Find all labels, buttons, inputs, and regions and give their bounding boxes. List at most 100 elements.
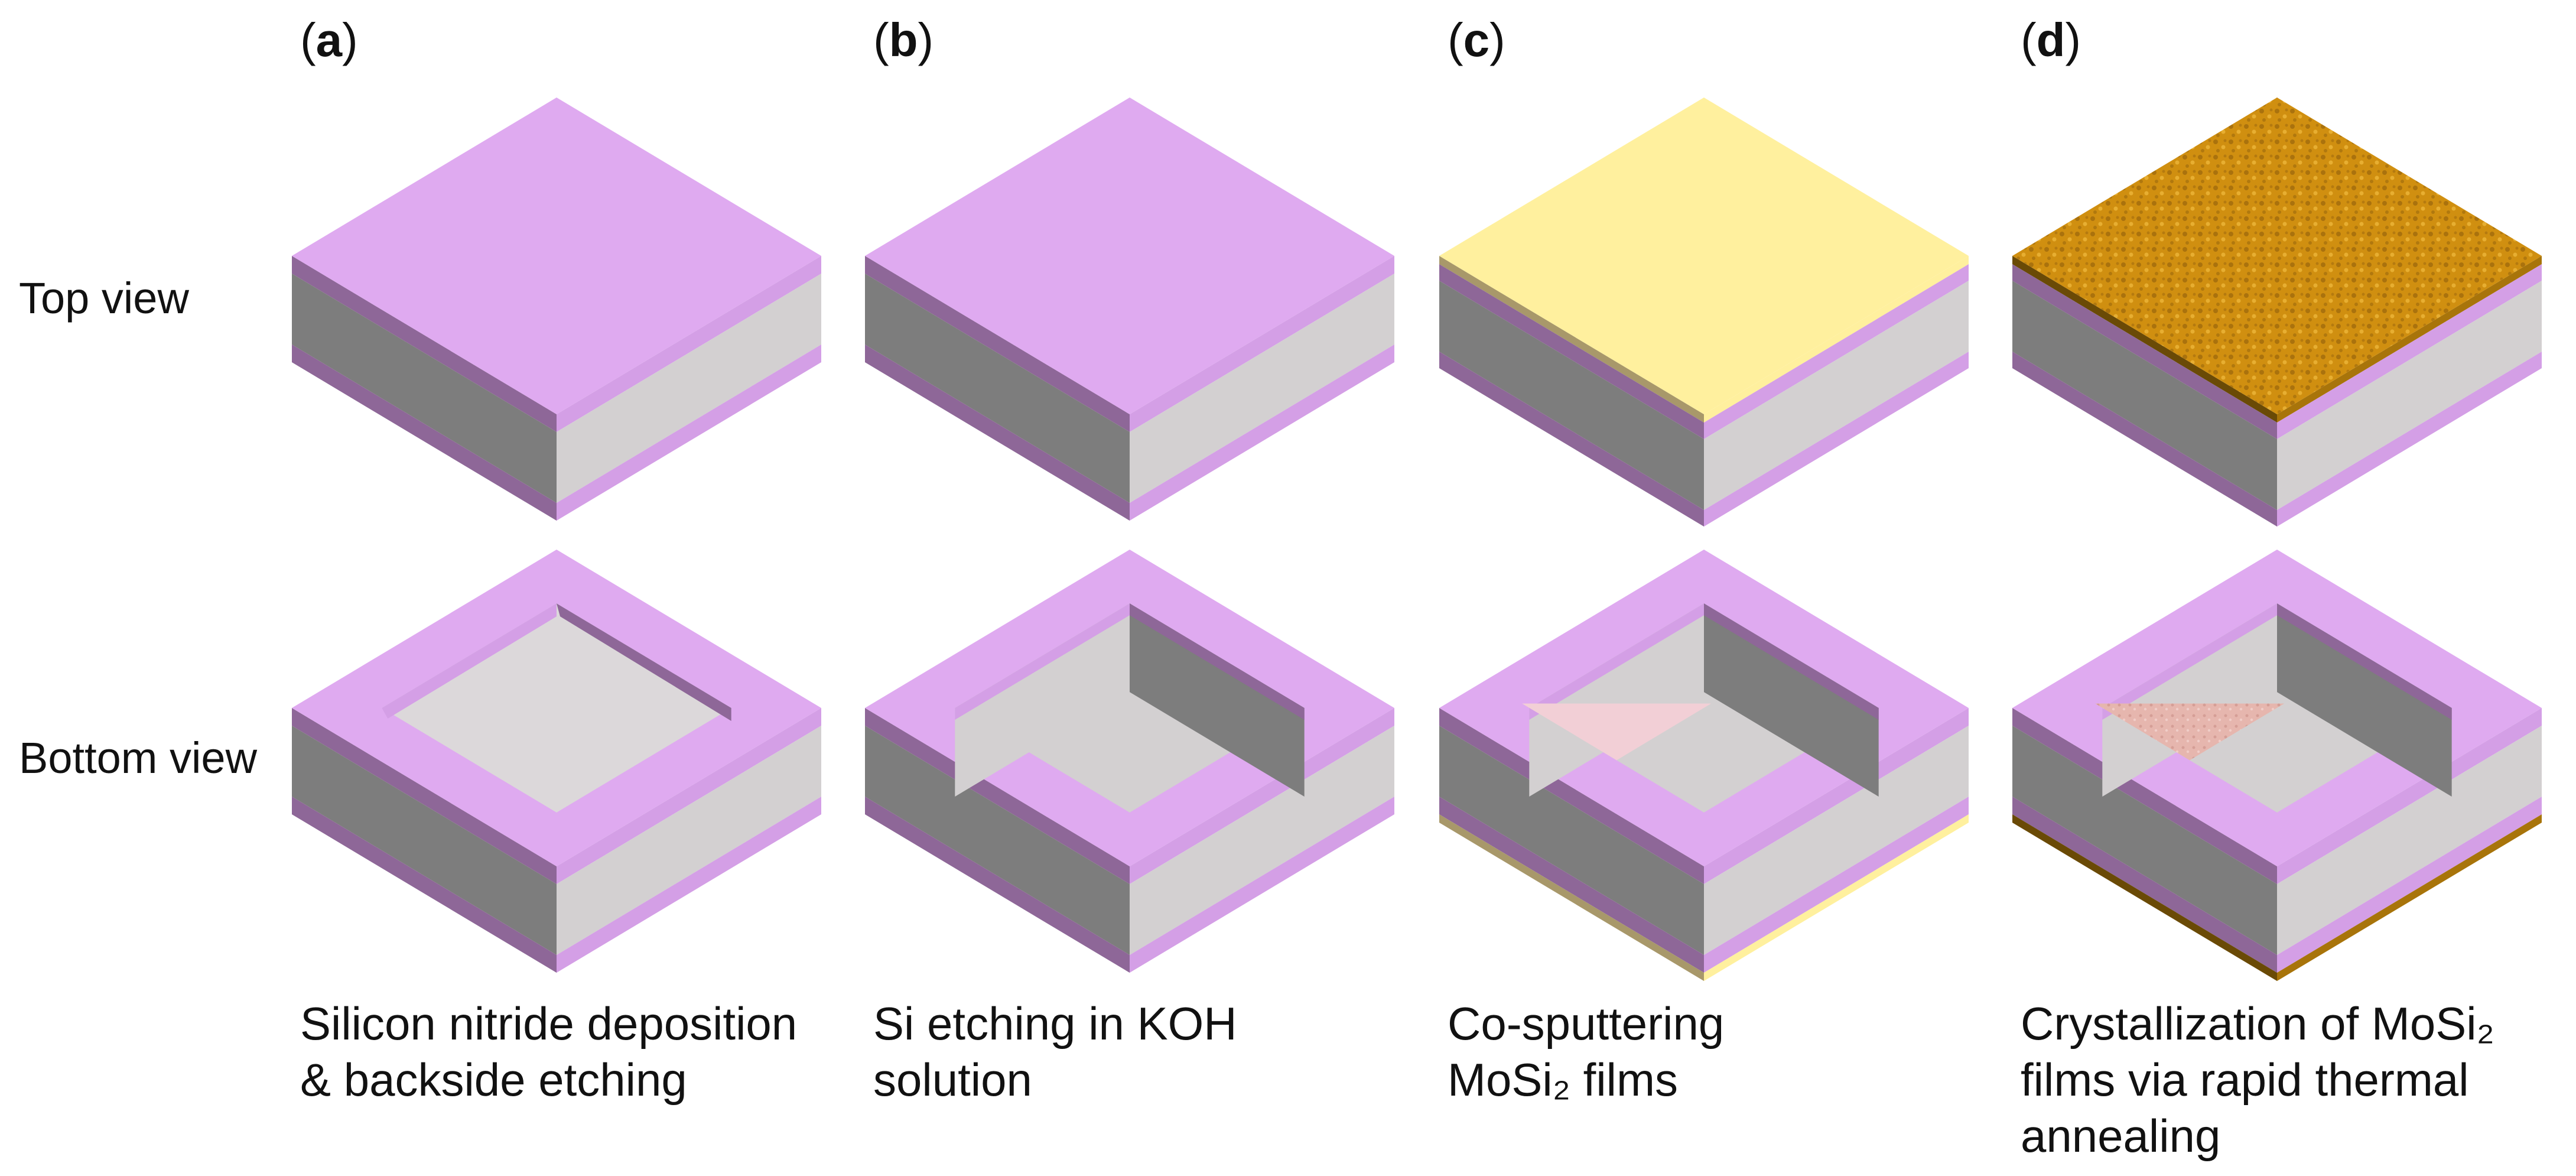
row-label-top-view: Top view [19,274,189,323]
caption-d-line-2: films via rapid thermal [2021,1054,2469,1106]
caption-d: Crystallization of MoSi₂ films via rapid… [2021,996,2564,1164]
caption-c-line-2: MoSi₂ films [1448,1054,1678,1106]
mosi2-left-face [1439,814,1704,981]
top-block-b [865,98,1394,521]
silicon-left-face [2012,726,2277,955]
mosi2-right-face [1704,814,1969,981]
nitride-right-face [1704,797,1969,973]
nitride-right-face [1130,345,1394,521]
row-label-bottom-view: Bottom view [19,733,258,782]
bottom-block-d-rim-left [2102,603,2277,720]
bottom-block-c-pit-wall-right [1704,603,1879,797]
bottom-block-a-window-wall-back-left [382,603,557,719]
bottom-block-c-window-film [1522,703,1712,761]
top-block-a [292,98,821,521]
mosi2-crystalline-left-face [2012,256,2277,423]
bottom-block-b-pit-wall-left [955,603,1130,797]
top-block-c-top-face [1439,98,1969,414]
nitride-left-face [865,256,1130,432]
silicon-left-face [1439,281,1704,510]
bottom-block-d-window-film [2095,703,2285,761]
silicon-right-face [557,726,821,955]
top-block-b-top-face [865,98,1394,414]
nitride-left-face [1439,264,1704,439]
caption-a-line-2: & backside etching [300,1054,687,1106]
bottom-block-d-rim-right [2277,603,2452,720]
silicon-right-face [2277,726,2542,955]
nitride-left-face [865,708,1130,884]
nitride-right-face [557,708,821,884]
mosi2-left-face [1439,256,1704,423]
nitride-right-face [557,797,821,973]
silicon-right-face [1704,726,1969,955]
mosi2-crystalline-right-face [2277,256,2542,423]
nitride-right-face [2277,264,2542,439]
nitride-right-face [2277,352,2542,527]
silicon-left-face [865,274,1130,503]
bottom-block-b-rim-left [955,603,1130,720]
nitride-left-face [2012,264,2277,439]
top-block-c [1439,98,1969,527]
bottom-block-b-pit-wall-right [1130,603,1305,797]
top-block-a-top-face [292,98,821,414]
silicon-left-face [292,726,557,955]
nitride-right-face [1704,352,1969,527]
nitride-right-face [557,345,821,521]
bottom-block-c-rim-right [1704,603,1879,720]
silicon-left-face [292,274,557,503]
panel-label-a: (a) [300,14,358,66]
silicon-right-face [1130,726,1394,955]
caption-a: Silicon nitride deposition & backside et… [300,996,844,1108]
silicon-left-face [2012,281,2277,510]
nitride-right-face [1130,797,1394,973]
bottom-block-d [2012,550,2542,981]
nitride-right-face [1704,708,1969,884]
nitride-left-face [292,797,557,973]
caption-b-line-1: Si etching in KOH [873,998,1237,1050]
bottom-block-a-window-wall-back-right [557,603,731,721]
nitride-right-face [557,256,821,432]
caption-b-line-2: solution [873,1054,1032,1106]
bottom-block-d-pit-wall-left [2102,603,2277,797]
caption-a-line-1: Silicon nitride deposition [300,998,798,1050]
top-block-d [2012,98,2542,527]
caption-d-line-3: annealing [2021,1110,2221,1162]
mosi2-right-face [1704,256,1969,423]
nitride-left-face [1439,708,1704,884]
mosi2-crystalline-left-face [2012,814,2277,981]
panel-label-b: (b) [873,14,934,66]
silicon-right-face [557,274,821,503]
bottom-block-a [292,550,821,973]
caption-c-line-1: Co-sputtering [1448,998,1725,1050]
nitride-left-face [2012,352,2277,527]
nitride-right-face [2277,708,2542,884]
bottom-block-c-pit-wall-left [1529,603,1704,797]
panel-label-d: (d) [2021,14,2081,66]
nitride-left-face [292,708,557,884]
nitride-right-face [2277,797,2542,973]
silicon-right-face [1704,281,1969,510]
nitride-left-face [865,345,1130,521]
nitride-left-face [292,345,557,521]
bottom-block-d-pit-wall-right [2277,603,2452,797]
nitride-right-face [1130,708,1394,884]
caption-c: Co-sputtering MoSi₂ films [1448,996,1991,1108]
bottom-block-b-rim-right [1130,603,1305,720]
bottom-block-c-rim-left [1529,603,1704,720]
nitride-left-face [2012,708,2277,884]
top-block-d-top-face [2012,98,2542,414]
nitride-left-face [865,797,1130,973]
nitride-left-face [1439,797,1704,973]
silicon-left-face [865,726,1130,955]
caption-d-line-1: Crystallization of MoSi₂ [2021,998,2494,1050]
nitride-right-face [1704,264,1969,439]
silicon-right-face [1130,274,1394,503]
nitride-left-face [2012,797,2277,973]
bottom-block-b [865,550,1394,973]
silicon-right-face [2277,281,2542,510]
nitride-right-face [1130,256,1394,432]
panel-label-c: (c) [1448,14,1505,66]
nitride-left-face [1439,352,1704,527]
caption-b: Si etching in KOH solution [873,996,1417,1108]
